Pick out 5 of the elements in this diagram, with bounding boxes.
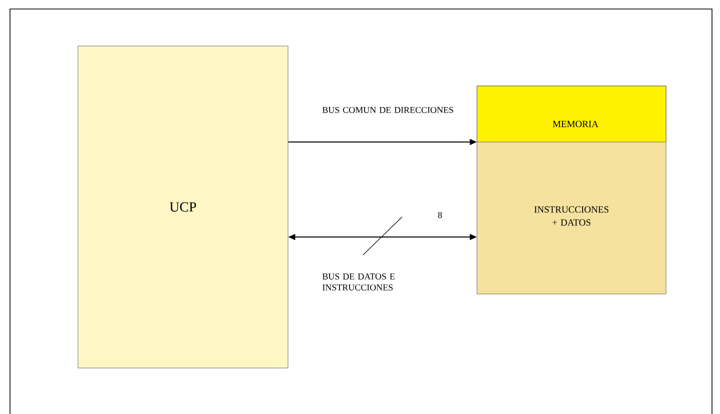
edge-label: BUS COMUN DE DIRECCIONES xyxy=(322,106,454,114)
process-box: UCP xyxy=(78,46,288,368)
bus-width-label: 8 xyxy=(438,212,442,218)
memory-box: MEMORIA INSTRUCCIONES + DATOS xyxy=(476,86,666,294)
edge-label: BUS DE DATOS E INSTRUCCIONES xyxy=(322,273,395,291)
